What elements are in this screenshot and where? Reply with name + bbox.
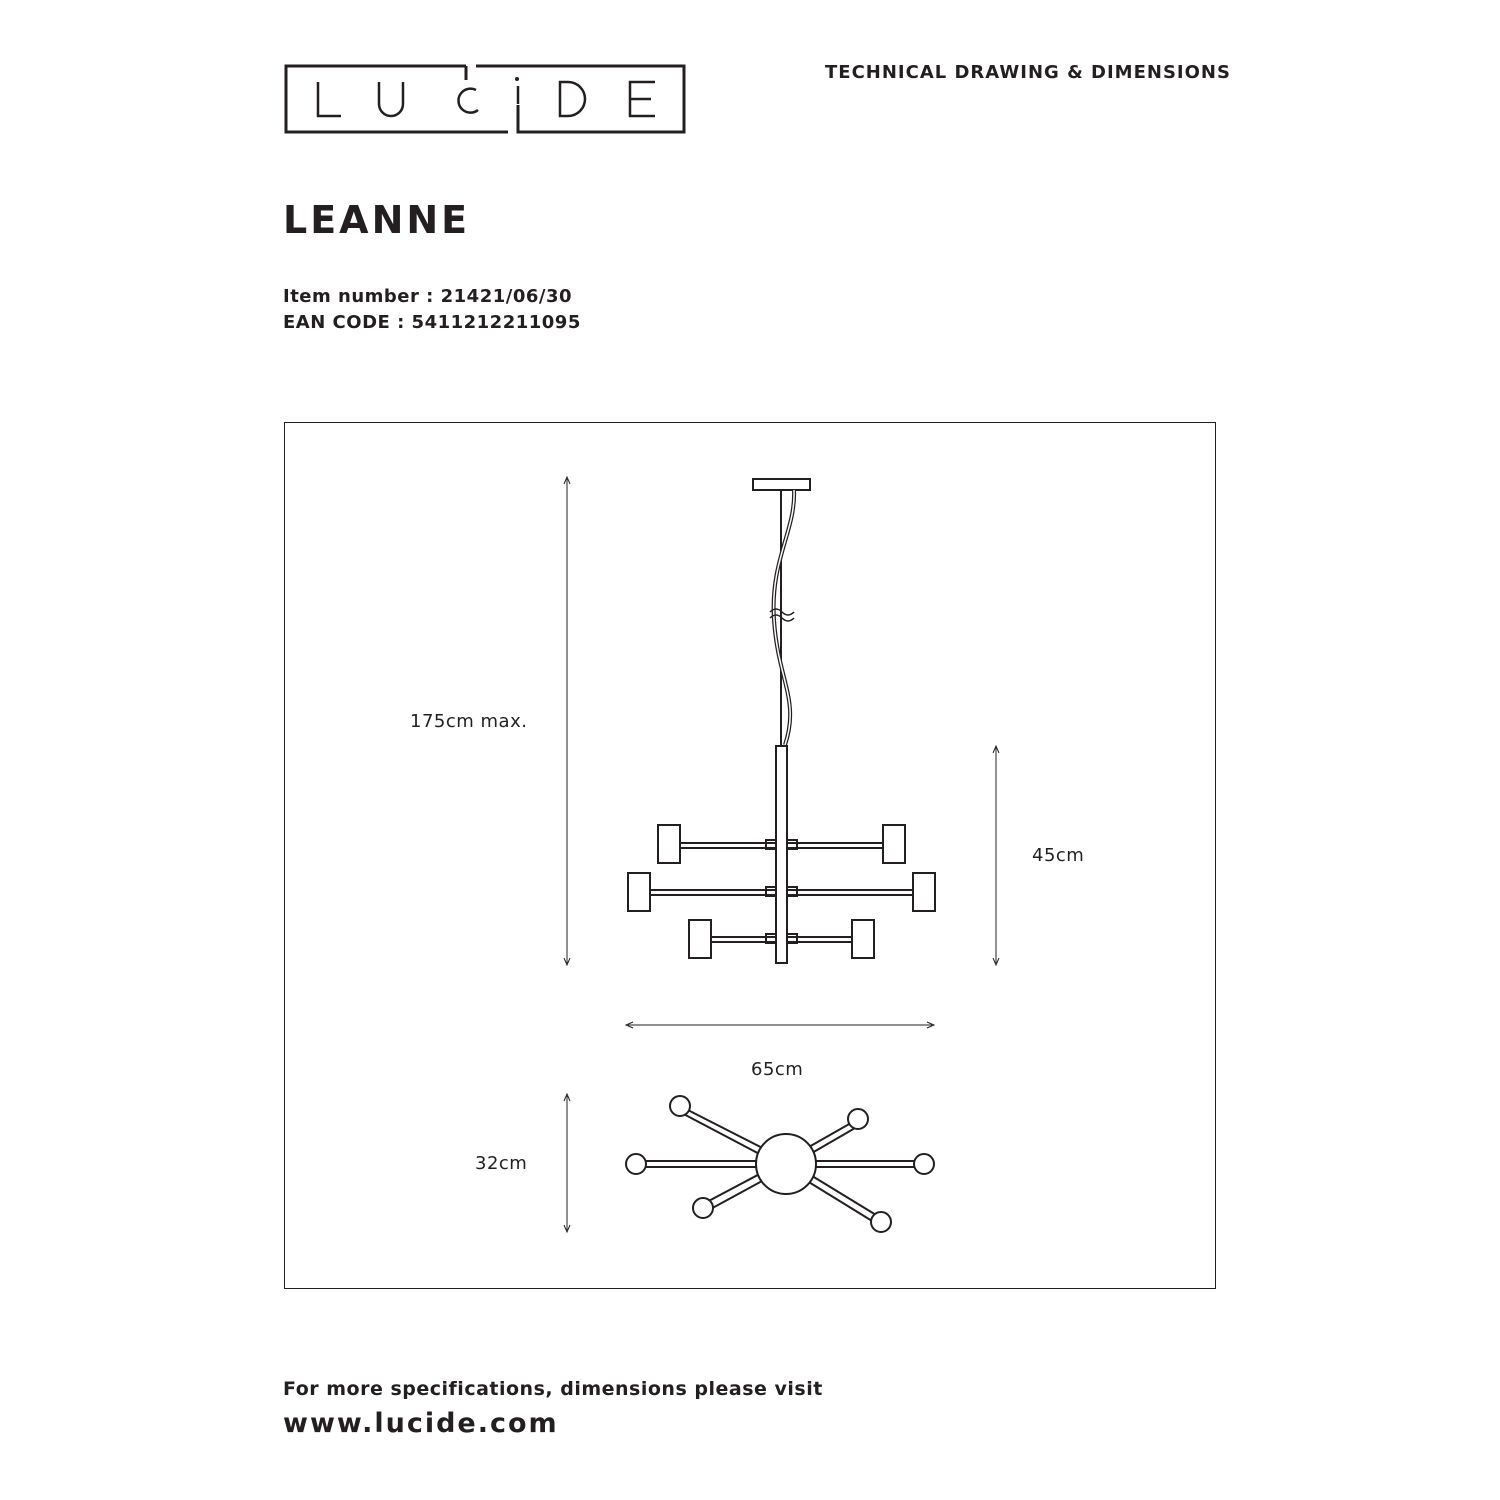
ean-code: EAN CODE : 5411212211095 — [283, 312, 581, 333]
document-header-title: TECHNICAL DRAWING & DIMENSIONS — [825, 62, 1231, 83]
drawing-frame — [284, 422, 1216, 1289]
top-view — [625, 1095, 935, 1233]
footer-note: For more specifications, dimensions plea… — [283, 1378, 823, 1400]
lucide-logo — [284, 64, 686, 134]
product-name: LEANNE — [283, 198, 471, 242]
dim-depth-label: 32cm — [475, 1153, 528, 1174]
footer-url-link[interactable]: www.lucide.com — [283, 1408, 559, 1439]
side-view — [627, 478, 936, 964]
dimension-lines — [563, 475, 1000, 1234]
item-number: Item number : 21421/06/30 — [283, 286, 572, 307]
dim-width-label: 65cm — [751, 1059, 804, 1080]
dim-height-max-label: 175cm max. — [410, 711, 528, 732]
dim-body-height-label: 45cm — [1032, 845, 1085, 866]
